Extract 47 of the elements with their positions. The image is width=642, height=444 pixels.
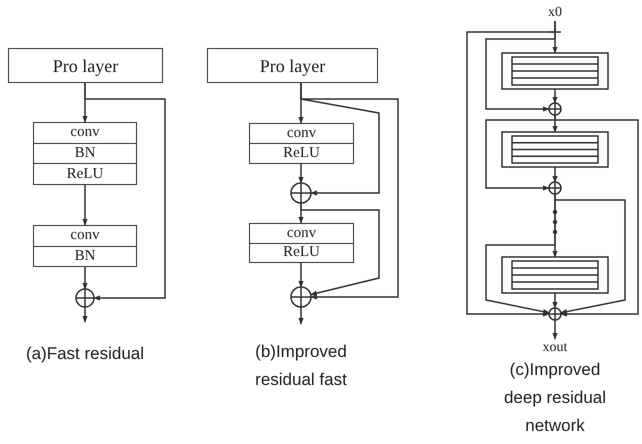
arrow (84, 83, 166, 301)
arrow (466, 21, 556, 317)
subfigure-caption: (a)Fast residual (24, 343, 146, 365)
layer-stack-block (501, 131, 609, 168)
arrow (552, 293, 558, 309)
layer-name: ReLU (66, 166, 104, 182)
layer-name: ReLU (283, 245, 320, 260)
arrow (298, 263, 304, 288)
layer-name: Pro layer (260, 56, 326, 74)
sum-node (290, 182, 312, 204)
subfigure-caption: (c)Improved deep residual network (502, 359, 608, 437)
subfigure-caption: (b)Improved residual fast (254, 341, 348, 391)
layer-stack-block (501, 52, 609, 90)
layer-name: conv (286, 126, 316, 141)
arrow (298, 164, 304, 184)
layer-name: conv (70, 228, 100, 244)
layer-name: BN (74, 146, 96, 161)
layer-block (249, 123, 354, 164)
layer-block (33, 225, 137, 267)
arrow (82, 185, 88, 226)
layer-block (8, 48, 163, 83)
sum-node (548, 181, 562, 195)
arrow (82, 307, 88, 323)
sum-node (548, 102, 562, 116)
layer-name: conv (70, 125, 100, 140)
layer-block (249, 223, 354, 263)
layer-stack-block (501, 256, 609, 294)
layer-block (207, 48, 378, 83)
sum-node (548, 307, 562, 321)
arrow (485, 194, 556, 314)
arrow (552, 320, 558, 340)
sum-node (290, 286, 312, 308)
arrow (300, 83, 399, 300)
signal-label: xout (538, 339, 572, 356)
layer-name: BN (74, 248, 96, 264)
sum-node (75, 288, 95, 308)
layer-block (33, 122, 137, 185)
arrow (298, 307, 304, 325)
arrow (554, 115, 639, 317)
arrow (300, 203, 380, 296)
arrow (552, 89, 558, 104)
layer-name: conv (286, 226, 316, 241)
layer-name: ReLU (283, 146, 320, 161)
arrow (552, 167, 558, 183)
arrow (82, 267, 88, 290)
layer-name: Pro layer (52, 56, 118, 74)
signal-label: x0 (543, 4, 567, 21)
